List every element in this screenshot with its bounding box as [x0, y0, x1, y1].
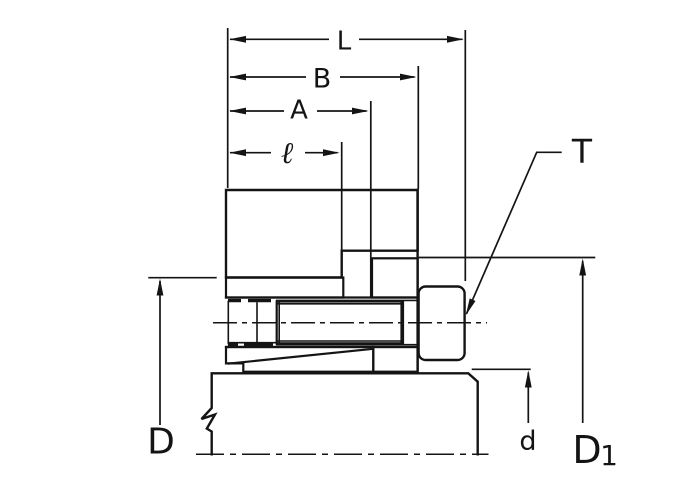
hub-outline: [224, 188, 419, 279]
arrowhead: [465, 298, 476, 316]
bushing-barrel-upper: [224, 276, 345, 299]
flange-upper-rect: [370, 257, 419, 299]
arrowhead: [229, 35, 246, 43]
hidden-key-lines: [228, 298, 273, 347]
bushing-barrel-lower: [224, 345, 375, 373]
dim-label-A: A: [290, 96, 308, 126]
arrowhead: [229, 73, 246, 81]
dimension-ell: ℓ: [229, 136, 343, 278]
arrowhead: [579, 258, 587, 276]
dimension-d: d: [471, 368, 537, 457]
dim-label-B: B: [313, 64, 332, 95]
dim-label-L: L: [337, 27, 352, 57]
bushing-flange-lower: [372, 345, 419, 373]
arrowhead: [156, 278, 164, 296]
dimension-A: A: [229, 96, 372, 299]
shaft: [196, 372, 489, 456]
bushing-flange-upper: [370, 257, 419, 299]
dim-label-D: D: [147, 422, 175, 463]
hub-section: [224, 188, 419, 279]
dim-label-D1-base: D: [572, 428, 601, 472]
arrowhead: [447, 35, 464, 43]
dim-label-ell: ℓ: [281, 136, 294, 171]
arrowhead: [229, 149, 246, 157]
barrel-upper-rect: [224, 276, 345, 299]
barrel-lower-outline: [224, 345, 375, 373]
arrowhead: [524, 370, 532, 388]
dimension-L: L: [226, 27, 467, 281]
dimension-D1: D 1: [418, 256, 618, 472]
dimension-D: D: [147, 276, 217, 463]
arrowhead: [323, 149, 340, 157]
leader-line: [465, 151, 562, 315]
arrowhead: [352, 107, 369, 115]
arrowhead: [400, 73, 417, 81]
dim-label-T: T: [571, 132, 593, 171]
shaft-outline: [200, 372, 479, 456]
arrowhead: [229, 107, 246, 115]
dim-label-D1-sub: 1: [600, 439, 618, 472]
flange-lower-rect: [372, 345, 419, 373]
taper-line: [227, 347, 375, 365]
dim-label-d: d: [519, 426, 536, 457]
dimension-B: B: [229, 64, 420, 189]
leader-T: T: [465, 132, 593, 316]
